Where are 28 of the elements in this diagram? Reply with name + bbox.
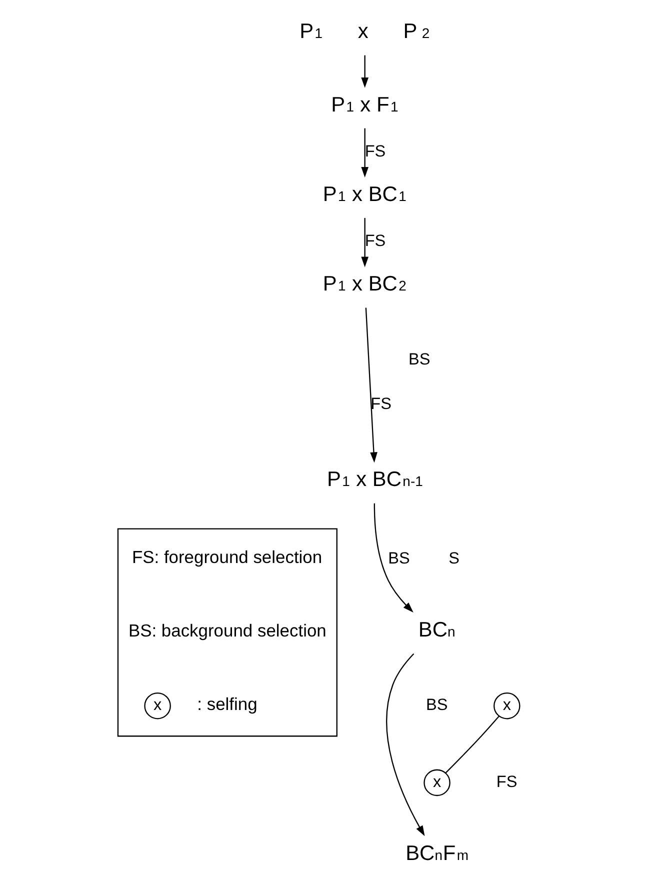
node-circle: x <box>423 769 450 796</box>
edge-label: BS <box>388 549 410 568</box>
node-circle: x <box>493 692 520 720</box>
legend-label: BS: background selection <box>128 620 326 641</box>
label: S <box>448 549 460 568</box>
legend-label: : selfing <box>196 694 257 714</box>
edge-label: FS <box>364 142 386 160</box>
arrow <box>360 218 368 268</box>
node-text: BCn <box>418 618 455 642</box>
edge-label: FS <box>370 395 391 414</box>
legend-label: FS: foreground selection <box>131 547 322 568</box>
arrow <box>360 55 368 88</box>
arrow <box>364 308 377 463</box>
cluster <box>116 528 337 737</box>
arrow <box>386 653 424 836</box>
node-text: P1 x BC2 <box>322 272 406 296</box>
connector <box>444 716 499 774</box>
label: BS <box>425 696 448 714</box>
label: FS <box>496 773 517 791</box>
node-circle: x <box>144 692 170 720</box>
node-text: P1 x BC1 <box>322 182 406 206</box>
node-text: BCnFm <box>405 842 468 866</box>
edge-label: FS <box>364 232 386 250</box>
arrow <box>360 128 368 178</box>
label: BS <box>408 350 430 368</box>
node-text: P1 x F1 <box>330 93 398 116</box>
node-text: P1 x BCn-1 <box>326 468 422 492</box>
arrow <box>373 503 413 612</box>
